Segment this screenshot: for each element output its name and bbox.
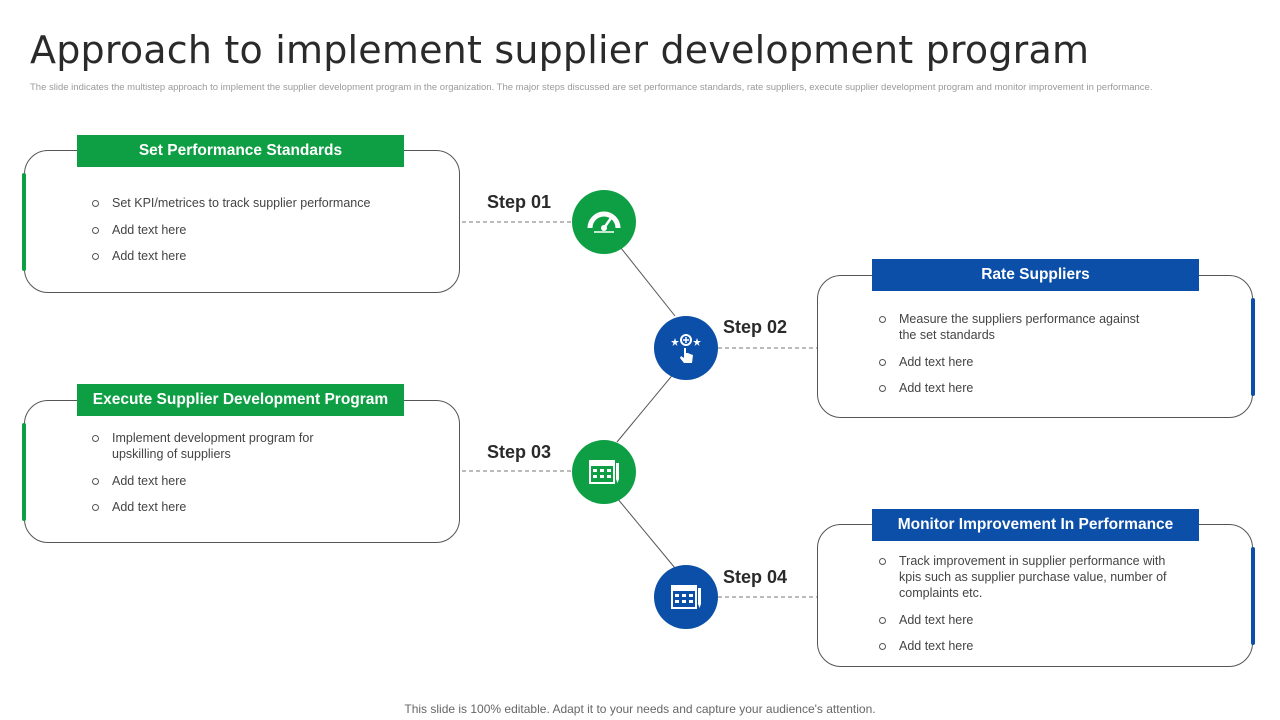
list-item: Add text here — [879, 638, 1184, 654]
card-accent — [1251, 298, 1255, 396]
step-header-2: Rate Suppliers — [872, 259, 1199, 291]
calendar-chart-icon — [671, 585, 701, 609]
step-bullets-1: Set KPI/metrices to track supplier perfo… — [92, 195, 392, 275]
calendar-plan-icon — [589, 460, 619, 484]
step-label-1: Step 01 — [487, 192, 552, 212]
list-item: Measure the suppliers performance agains… — [879, 311, 1159, 343]
list-item: Add text here — [92, 248, 392, 264]
step-card-4 — [817, 524, 1255, 667]
step-card-3 — [22, 400, 460, 543]
list-item: Add text here — [879, 612, 1184, 628]
step-label-2: Step 02 — [723, 317, 788, 337]
step-node-4 — [654, 565, 718, 629]
list-item: Add text here — [879, 380, 1159, 396]
list-item: Add text here — [92, 473, 330, 489]
step-bullets-2: Measure the suppliers performance agains… — [879, 311, 1159, 407]
step-header-3: Execute Supplier Development Program — [77, 384, 404, 416]
list-item: Implement development program for upskil… — [92, 430, 330, 462]
connector-3-4 — [616, 497, 676, 569]
page-title: Approach to implement supplier developme… — [30, 28, 1090, 72]
step-card-1 — [22, 150, 460, 293]
step-header-4: Monitor Improvement In Performance — [872, 509, 1199, 541]
step-bullets-4: Track improvement in supplier performanc… — [879, 553, 1184, 665]
card-accent — [22, 173, 26, 271]
step-label-4: Step 04 — [723, 567, 788, 587]
card-accent — [22, 423, 26, 521]
step-node-1 — [572, 190, 636, 254]
step-node-3 — [572, 440, 636, 504]
list-item: Track improvement in supplier performanc… — [879, 553, 1184, 601]
step-label-3: Step 03 — [487, 442, 552, 462]
page-subtitle: The slide indicates the multistep approa… — [30, 82, 1153, 93]
connector-2-3 — [616, 371, 676, 443]
step-node-2 — [654, 316, 718, 380]
list-item: Add text here — [879, 354, 1159, 370]
list-item: Add text here — [92, 222, 392, 238]
list-item: Set KPI/metrices to track supplier perfo… — [92, 195, 392, 211]
connector-1-2 — [616, 242, 676, 317]
rating-hand-icon — [671, 334, 701, 363]
step-header-1: Set Performance Standards — [77, 135, 404, 167]
speedometer-icon — [587, 211, 621, 233]
footer-note: This slide is 100% editable. Adapt it to… — [404, 702, 876, 716]
step-bullets-3: Implement development program for upskil… — [92, 430, 330, 526]
step-card-2 — [817, 275, 1255, 418]
card-accent — [1251, 547, 1255, 645]
list-item: Add text here — [92, 499, 330, 515]
